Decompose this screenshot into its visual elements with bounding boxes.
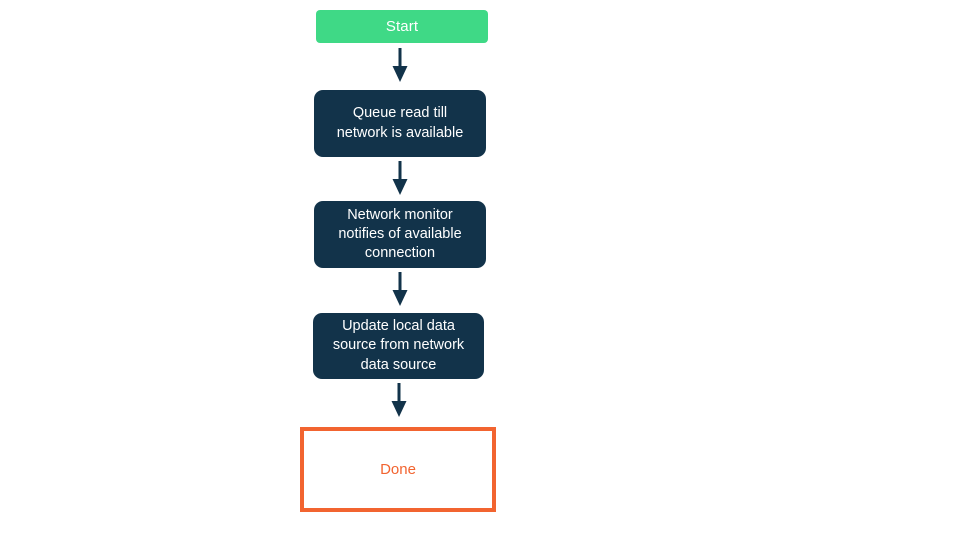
node-start[interactable]: Start [316, 10, 488, 43]
arrow-update-local-to-done [389, 383, 409, 418]
node-queue-read[interactable]: Queue read till network is available [314, 90, 486, 157]
arrow-queue-read-to-network-monitor [390, 161, 410, 196]
arrow-network-monitor-to-update-local [390, 272, 410, 307]
arrow-start-to-queue-read [390, 48, 410, 83]
node-network-monitor[interactable]: Network monitor notifies of available co… [314, 201, 486, 268]
node-update-local[interactable]: Update local data source from network da… [313, 313, 484, 379]
node-done[interactable]: Done [300, 427, 496, 512]
